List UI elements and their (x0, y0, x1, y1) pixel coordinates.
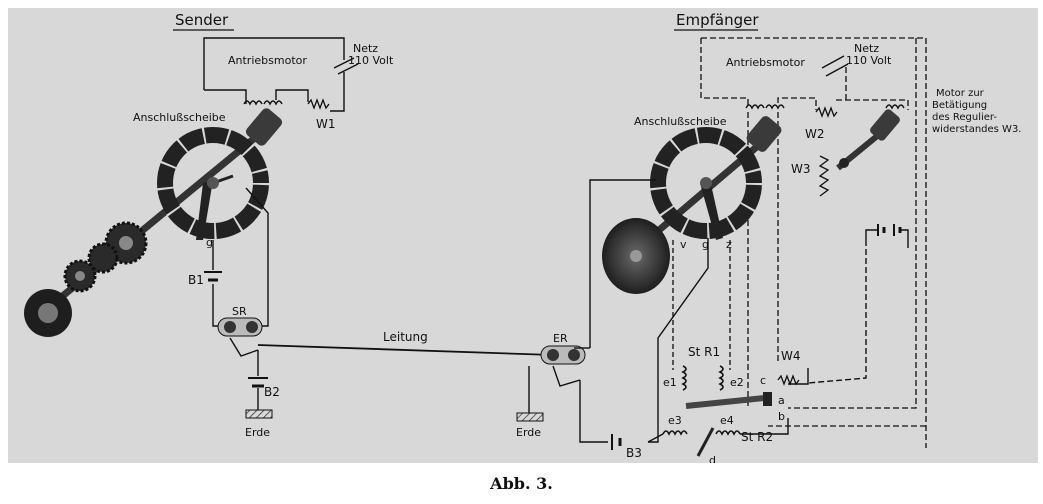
receiver-contact-g-label: g (702, 238, 709, 251)
receiver-coil-e2 (718, 365, 724, 391)
receiver-w4-label: W4 (781, 349, 801, 363)
receiver-motor-body (746, 116, 782, 152)
receiver-c-label: c (760, 374, 766, 387)
receiver-commutator-disk (649, 126, 763, 240)
sender-relay-label: SR (232, 305, 247, 318)
sender-relay-sr (217, 317, 263, 337)
ground-icon (245, 409, 273, 419)
receiver-e3-label: e3 (668, 414, 682, 427)
receiver-contact-wiring (589, 179, 709, 443)
receiver-w3-label: W3 (791, 162, 811, 176)
receiver-d-label: d (709, 454, 716, 463)
sender-section: Sender Antriebsmotor Netz 110 Volt W1 (24, 11, 394, 439)
receiver-str1-label: St R1 (688, 345, 720, 359)
receiver-resistor-w3 (818, 155, 830, 197)
circuit-diagram: Sender Antriebsmotor Netz 110 Volt W1 (8, 8, 1038, 467)
receiver-motor-note-1: Motor zur (936, 88, 985, 99)
receiver-ground-label: Erde (516, 426, 541, 439)
gear-icon (87, 242, 119, 274)
receiver-contact-v-label: v (680, 238, 687, 251)
receiver-netz-switch-a (821, 55, 845, 69)
receiver-w3-motor-body (870, 109, 900, 141)
receiver-relay-wiring (528, 347, 608, 443)
receiver-st-r2-wiring (647, 368, 809, 443)
receiver-netz-switch-b (825, 63, 849, 77)
sender-ground-label: Erde (245, 426, 270, 439)
receiver-e4-label: e4 (720, 414, 734, 427)
line-label: Leitung (383, 330, 428, 344)
receiver-w3-pivot (839, 158, 849, 168)
receiver-motor-note-3: des Regulier- (932, 112, 997, 123)
receiver-contact-z-label: z (726, 238, 732, 251)
sender-motor-winding-right (263, 100, 283, 106)
sender-title: Sender (175, 11, 229, 29)
figure-caption: Abb. 3. (490, 474, 553, 493)
receiver-battery-right (807, 224, 909, 384)
receiver-motor-note-2: Betätigung (932, 100, 987, 111)
receiver-st-r2-lever (696, 427, 715, 457)
receiver-netz-label: Netz (854, 42, 879, 55)
gear-icon (63, 259, 97, 293)
sender-motor-circuit (203, 37, 359, 112)
receiver-motor-label: Antriebsmotor (726, 56, 805, 69)
receiver-title: Empfänger (676, 11, 759, 29)
receiver-dashed-contacts (672, 240, 731, 370)
ground-icon (516, 412, 544, 422)
sender-motor-label: Antriebsmotor (228, 54, 307, 67)
sender-disk-label: Anschlußscheibe (133, 111, 226, 124)
receiver-motor-winding-left (745, 104, 765, 110)
receiver-e1-label: e1 (663, 376, 677, 389)
receiver-motor-winding-aux (885, 104, 905, 110)
sender-w1-label: W1 (316, 117, 336, 131)
sender-resistor-w1 (307, 98, 330, 110)
handwheel-icon (602, 218, 670, 294)
sender-contact-g-label: g (206, 236, 213, 249)
receiver-coil-e1 (681, 365, 687, 391)
receiver-b3-label: B3 (626, 446, 642, 460)
sender-netz-label: Netz (353, 42, 378, 55)
receiver-armature (685, 395, 765, 409)
sender-voltage-label: 110 Volt (348, 54, 394, 67)
sender-b2-label: B2 (264, 385, 280, 399)
receiver-coil-e3 (662, 430, 688, 436)
receiver-resistor-w4 (777, 374, 800, 386)
receiver-b-label: b (778, 410, 785, 423)
receiver-armature-contact (763, 392, 772, 406)
sender-b1-label: B1 (188, 273, 204, 287)
receiver-relay-label: ER (553, 332, 568, 345)
receiver-e2-label: e2 (730, 376, 744, 389)
receiver-voltage-label: 110 Volt (846, 54, 892, 67)
sender-switch (229, 337, 268, 410)
receiver-coil-e4 (715, 430, 741, 436)
sender-motor-body (245, 108, 283, 146)
receiver-disk-label: Anschlußscheibe (634, 115, 727, 128)
receiver-motor-note-4: widerstandes W3. (932, 124, 1021, 135)
sender-motor-winding-left (243, 100, 263, 106)
receiver-w2-label: W2 (805, 127, 825, 141)
transmission-line (257, 344, 554, 356)
sender-commutator-disk (156, 126, 270, 240)
receiver-resistor-w2 (815, 106, 838, 118)
receiver-section: Empfänger Antriebsmotor Netz 110 Volt W2… (516, 11, 1021, 467)
handwheel-icon (24, 289, 72, 337)
receiver-motor-winding-right (765, 104, 785, 110)
receiver-a-label: a (778, 394, 785, 407)
receiver-relay-er (540, 345, 586, 365)
receiver-str2-label: St R2 (741, 430, 773, 444)
